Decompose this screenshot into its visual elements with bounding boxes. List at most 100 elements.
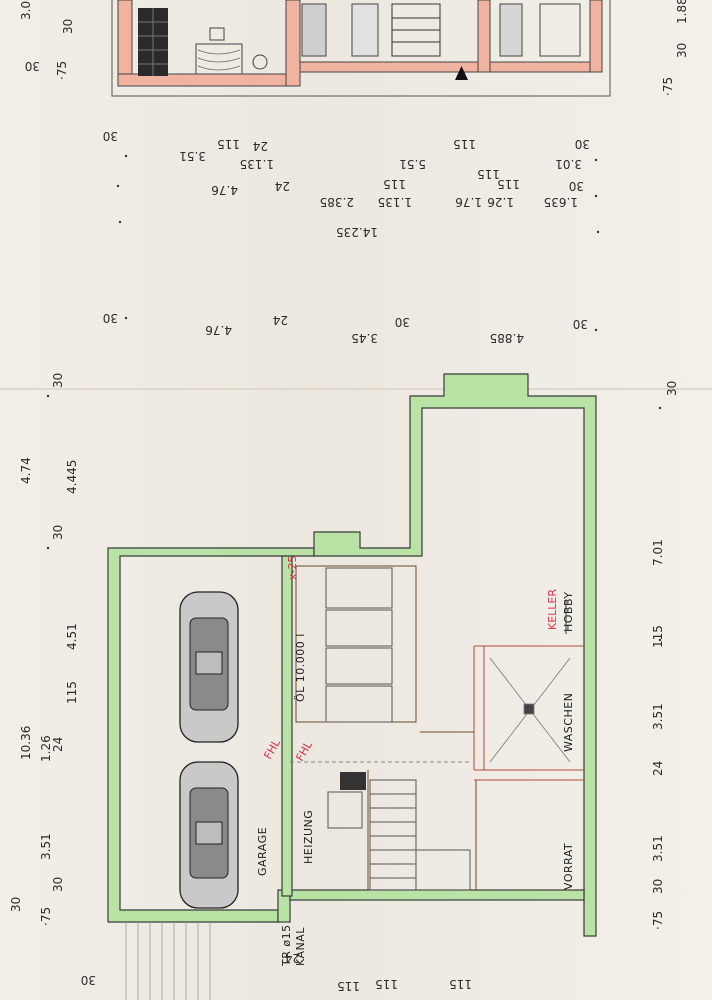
dim-upper-8: 30 <box>575 137 590 151</box>
dim-upper-14: 115 <box>383 177 406 191</box>
dim-upper-3: 115 <box>217 137 240 151</box>
dimensions-top: 30 3.01 30 1.885 30 ·75 ·75 <box>19 0 689 96</box>
dimensions-right: 30 7.01 115 3.51 24 3.51 30 ·75 <box>651 381 679 930</box>
dim-left-10: 30 <box>51 877 65 892</box>
dimensions-left: 30 4.74 4.445 30 4.51 115 1.26 24 3.51 3… <box>9 373 79 926</box>
dim-upper-12: 24 <box>275 179 290 193</box>
bottom-wall <box>289 889 585 901</box>
dim-right-2: 7.01 <box>651 539 665 566</box>
room-label-garage: GARAGE <box>256 827 269 876</box>
dim-upper-9: 3.01 <box>555 157 582 171</box>
dim-left-12: 30 <box>9 897 23 912</box>
dimensions-mid: 30 24 4.76 30 3.45 4.885 30 <box>103 311 588 345</box>
dim-bottom-5: 24 <box>285 951 300 965</box>
dim-left-13: 10.36 <box>19 726 33 760</box>
dimensions-upper: 30 3.51 115 1.135 24 115 5.51 30 3.01 11… <box>103 129 590 239</box>
dim-left-11: ·75 <box>39 907 53 926</box>
toilet-icon <box>301 3 327 57</box>
room-label-hobby: HOBBY <box>562 591 575 632</box>
dim-upper-13: 2.385 <box>320 195 354 209</box>
dim-left-8: 24 <box>51 737 65 752</box>
dim-mid-7: 30 <box>573 317 588 331</box>
dim-upper-21: 14.235 <box>336 225 378 239</box>
dim-bottom-4: 115 <box>449 977 472 991</box>
dim-right-7: 30 <box>651 879 665 894</box>
toilet-icon <box>499 3 523 57</box>
red-x-mark: x-25 <box>286 556 299 580</box>
dimensions-bottom: 30 115 115 115 24 <box>81 951 472 993</box>
chair-icon <box>209 27 225 41</box>
heater-unit <box>327 772 366 829</box>
fhl-label-1: FHL <box>261 736 283 761</box>
basement-walls <box>107 373 597 937</box>
label-kanal: KANAL <box>294 927 307 966</box>
dim-left-3: 4.445 <box>65 460 79 494</box>
dim-upper-10: 115 <box>477 167 500 181</box>
dim-top-4: 1.885 <box>675 0 689 24</box>
dim-mid-5: 3.45 <box>351 331 378 345</box>
dim-upper-17: 1.26 <box>487 195 514 209</box>
room-label-waschen: WASCHEN <box>562 693 575 752</box>
up-arrow-icon <box>455 66 468 80</box>
paper-fold-line <box>0 388 712 390</box>
dim-upper-7: 5.51 <box>399 157 426 171</box>
dim-upper-20: 30 <box>569 179 584 193</box>
floor-drain <box>489 657 571 763</box>
dim-top-2: 3.01 <box>19 0 33 20</box>
dim-top-7: ·75 <box>661 77 675 96</box>
dim-left-2: 4.74 <box>19 457 33 484</box>
oil-tanks <box>325 567 393 723</box>
dim-top-1: 30 <box>25 59 40 73</box>
dim-left-4: 30 <box>51 525 65 540</box>
label-tr: TR ø15 <box>280 924 293 967</box>
table-icon <box>195 43 243 75</box>
dim-mid-2: 24 <box>273 313 288 327</box>
dim-mid-3: 4.76 <box>205 323 232 337</box>
dim-right-3: 115 <box>651 625 665 648</box>
dim-mid-4: 30 <box>395 315 410 329</box>
dim-upper-11: 4.76 <box>211 183 238 197</box>
dim-bottom-1: 30 <box>81 973 96 987</box>
room-label-keller: KELLER <box>546 589 559 630</box>
dim-upper-2: 3.51 <box>179 149 206 163</box>
dim-top-3: 30 <box>61 19 75 34</box>
room-label-oel: ÖL 10.000 l <box>294 633 307 702</box>
dim-left-1: 30 <box>51 373 65 388</box>
dim-bottom-2: 115 <box>337 979 360 993</box>
dim-right-1: 30 <box>665 381 679 396</box>
garage-partition-wall <box>281 555 293 897</box>
room-label-vorrat: VORRAT <box>562 843 575 890</box>
dim-upper-6: 115 <box>453 137 476 151</box>
car-icon <box>179 761 239 909</box>
dim-upper-19: 1.635 <box>544 195 578 209</box>
dim-right-4: 3.51 <box>651 703 665 730</box>
upper-floor-fragment <box>111 0 611 97</box>
dim-bottom-3: 115 <box>375 977 398 991</box>
dimension-dots <box>46 154 662 642</box>
dim-right-5: 24 <box>651 761 665 776</box>
dim-right-8: ·75 <box>651 911 665 930</box>
bathtub-icon <box>351 3 379 57</box>
car-icon <box>179 591 239 743</box>
room-label-heizung: HEIZUNG <box>302 810 315 864</box>
dim-left-7: 1.26 <box>39 735 53 762</box>
dim-mid-6: 4.885 <box>490 331 524 345</box>
plant-icon <box>252 54 268 70</box>
dim-upper-16: 1.76 <box>455 195 482 209</box>
shower-icon <box>539 3 581 57</box>
dim-upper-1: 30 <box>103 129 118 143</box>
dim-upper-18: 115 <box>497 177 520 191</box>
driveway-lines <box>125 922 211 1000</box>
stair-icon <box>369 779 471 891</box>
stair-icon <box>391 3 441 57</box>
dim-mid-1: 30 <box>103 311 118 325</box>
dim-right-6: 3.51 <box>651 835 665 862</box>
dim-top-5: 30 <box>675 43 689 58</box>
interior-walls <box>290 565 584 890</box>
dim-upper-15: 1.135 <box>378 195 412 209</box>
dim-left-5: 4.51 <box>65 623 79 650</box>
fhl-label-2: FHL <box>293 738 315 763</box>
dim-upper-4: 1.135 <box>240 157 274 171</box>
